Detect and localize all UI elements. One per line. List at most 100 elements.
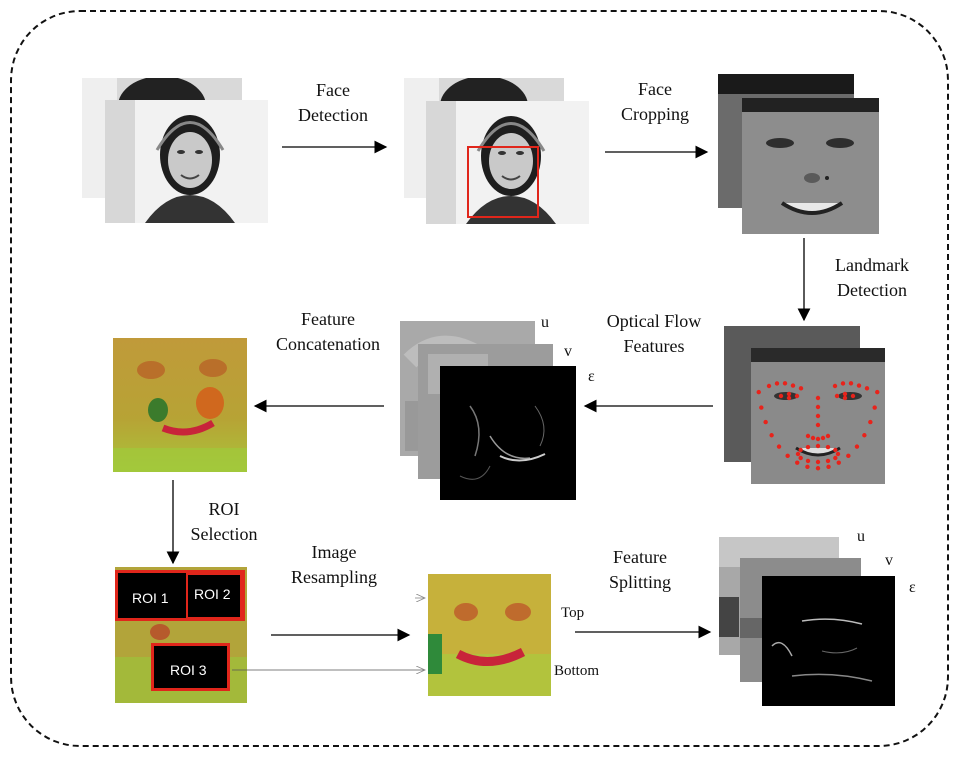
roi-3-box — [151, 643, 230, 691]
landmark-point — [832, 383, 838, 389]
landmark-point — [815, 459, 821, 465]
landmark-point — [805, 444, 811, 450]
landmark-point — [815, 443, 821, 449]
split-eps-label: ε — [909, 579, 916, 596]
landmark-point — [825, 458, 831, 464]
cropped-face-front — [742, 98, 879, 234]
landmark-point — [774, 381, 780, 386]
label-face-cropping-line2: Cropping — [620, 104, 689, 124]
split-v-label: v — [885, 552, 893, 569]
input-frame-front — [105, 100, 268, 223]
label-landmark-detection-line1: Landmark — [835, 255, 909, 275]
landmark-point — [825, 433, 831, 439]
label-landmark-detection: Landmark Detection — [822, 253, 922, 303]
resampled-image — [428, 574, 551, 696]
landmark-point — [815, 413, 821, 419]
label-face-cropping-line1: Face — [638, 79, 672, 99]
landmark-point — [798, 455, 803, 461]
landmark-point — [815, 422, 821, 428]
landmark-point — [872, 405, 877, 410]
landmark-point — [794, 393, 800, 399]
label-face-detection-line2: Detection — [298, 105, 368, 125]
landmark-point — [769, 433, 774, 438]
label-image-resampling-line2: Resampling — [291, 567, 377, 587]
label-feature-splitting-line1: Feature — [613, 547, 667, 567]
landmark-point — [815, 395, 821, 401]
roi-2-label: ROI 2 — [194, 586, 231, 602]
landmark-point — [875, 389, 880, 395]
landmark-point — [786, 391, 792, 397]
label-feature-concatenation-line2: Concatenation — [276, 334, 380, 354]
landmark-point — [854, 444, 860, 449]
face-bounding-box — [467, 146, 539, 218]
landmark-point — [850, 393, 856, 399]
landmark-point — [820, 435, 826, 441]
flow-eps-label: ε — [588, 368, 595, 385]
resample-bottom-label: Bottom — [554, 663, 600, 679]
concatenated-feature-image — [113, 338, 247, 472]
landmark-point — [848, 381, 854, 386]
label-feature-concatenation: Feature Concatenation — [268, 307, 388, 357]
landmark-face-front — [751, 348, 885, 484]
roi-1-label: ROI 1 — [132, 590, 169, 606]
landmark-point — [842, 391, 848, 397]
landmark-point — [815, 436, 821, 442]
landmark-point — [815, 466, 821, 471]
landmark-point — [840, 381, 846, 386]
landmark-point — [759, 405, 764, 410]
label-optical-flow-line1: Optical Flow — [606, 311, 702, 331]
pipeline-frame — [10, 10, 949, 747]
label-face-detection: Face Detection — [283, 78, 383, 128]
label-feature-splitting-line2: Splitting — [608, 572, 671, 592]
label-face-cropping: Face Cropping — [605, 77, 705, 127]
landmark-point — [815, 404, 821, 410]
landmark-point — [862, 433, 867, 438]
label-feature-concatenation-line1: Feature — [301, 309, 355, 329]
landmark-point — [846, 453, 851, 459]
landmark-point — [826, 464, 831, 470]
split-u-label: u — [857, 528, 865, 545]
landmark-point — [766, 383, 772, 389]
landmark-point — [835, 451, 841, 457]
label-face-detection-line1: Face — [316, 80, 350, 100]
landmark-point — [790, 383, 796, 388]
roi-3-label: ROI 3 — [170, 662, 207, 678]
label-optical-flow: Optical Flow Features — [594, 309, 714, 359]
landmark-point — [756, 389, 761, 395]
landmark-point — [856, 383, 862, 388]
landmark-point — [833, 447, 838, 453]
landmark-point — [778, 393, 784, 399]
landmark-point — [810, 435, 816, 441]
split-eps-map — [762, 576, 895, 706]
detection-frame-front — [426, 101, 589, 224]
landmark-point — [805, 458, 811, 464]
label-image-resampling: Image Resampling — [284, 540, 384, 590]
landmark-point — [776, 444, 782, 449]
label-landmark-detection-line2: Detection — [837, 280, 907, 300]
label-roi-selection: ROI Selection — [174, 497, 274, 547]
roi-2-box — [186, 573, 242, 619]
landmark-point — [805, 433, 811, 439]
landmark-point — [798, 386, 804, 391]
label-optical-flow-line2: Features — [623, 336, 685, 356]
landmark-point — [805, 464, 810, 470]
label-image-resampling-line1: Image — [311, 542, 357, 562]
landmark-point — [786, 395, 792, 401]
label-roi-selection-line2: Selection — [190, 524, 258, 544]
landmark-point — [836, 460, 841, 465]
landmark-point — [864, 386, 870, 391]
flow-u-label: u — [541, 314, 549, 331]
landmark-point — [795, 451, 801, 457]
landmark-point — [868, 419, 873, 425]
flow-v-label: v — [564, 343, 572, 360]
landmark-point — [825, 444, 831, 450]
landmark-point — [795, 460, 800, 465]
landmark-point — [842, 395, 848, 401]
label-feature-splitting: Feature Splitting — [590, 545, 690, 595]
landmark-point — [798, 447, 803, 453]
landmark-point — [763, 419, 768, 425]
landmark-point — [833, 455, 838, 461]
landmark-point — [782, 381, 788, 386]
resample-top-label: Top — [561, 605, 585, 621]
landmark-point — [785, 453, 790, 459]
